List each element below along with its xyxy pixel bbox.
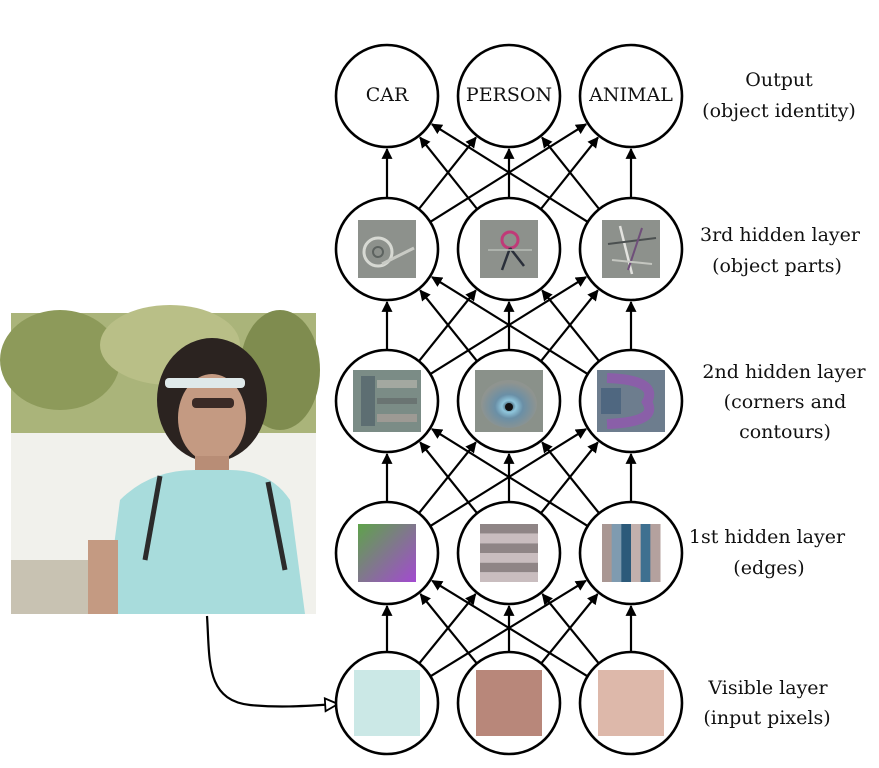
edge-hidden3-2-to-output-0: [430, 123, 589, 223]
edge-visible-1-to-hidden1-0: [419, 593, 478, 665]
visible-layer-subtitle: (input pixels): [703, 707, 830, 729]
hidden1-node-1: [456, 500, 562, 606]
input-pixel-swatch: [354, 670, 420, 736]
output-node-label-animal: ANIMAL: [588, 84, 673, 106]
input-photo: [0, 305, 320, 614]
edge-hidden1-2-to-hidden2-0: [431, 428, 589, 527]
output-node-label-person: PERSON: [466, 84, 552, 106]
input-arrow: [205, 615, 338, 707]
visible-node-1: [456, 650, 562, 756]
edge-feature-gradient: [358, 524, 416, 582]
edge-visible-2-to-hidden1-0: [431, 579, 589, 678]
edge-hidden2-2-to-hidden3-1: [541, 289, 600, 362]
input-pixel-swatch: [598, 670, 664, 736]
edge-hidden2-1-to-hidden3-0: [419, 289, 478, 362]
hidden2-node-0: [334, 348, 440, 454]
edge-hidden3-2-to-output-1: [541, 136, 601, 210]
visible-node-2: [578, 650, 684, 756]
object-part-feature-2: [602, 220, 660, 278]
hidden1-layer-title: 1st hidden layer: [689, 526, 846, 548]
hidden2-layer-title: 2nd hidden layer: [702, 361, 866, 383]
edge-hidden2-2-to-hidden3-0: [431, 276, 589, 375]
hidden1-node-2: [578, 500, 684, 606]
hidden1-node-0: [334, 500, 440, 606]
edge-feature-stripes: [480, 524, 538, 582]
hidden2-layer-subtitle-1: (corners and: [724, 391, 847, 413]
hidden3-layer-title: 3rd hidden layer: [700, 224, 861, 246]
hidden3-node-2: [578, 196, 684, 302]
output-layer-subtitle: (object identity): [702, 100, 856, 122]
hidden2-node-2: [578, 348, 684, 454]
output-node-0: [334, 43, 440, 149]
contour-feature-blob: [475, 370, 543, 432]
output-node-2: [578, 43, 684, 149]
hidden3-node-1: [456, 196, 562, 302]
edge-hidden3-1-to-output-0: [419, 136, 479, 210]
output-node-1: [456, 43, 562, 149]
visible-node-0: [334, 650, 440, 756]
edge-hidden1-1-to-hidden2-0: [419, 441, 478, 514]
network-edges: [381, 123, 637, 678]
hidden1-layer-subtitle: (edges): [733, 557, 804, 579]
edge-feature-bars: [602, 524, 661, 582]
hidden3-layer-subtitle: (object parts): [712, 255, 842, 277]
object-part-feature-0: [358, 220, 416, 278]
hidden3-node-0: [334, 196, 440, 302]
edge-visible-2-to-hidden1-1: [541, 593, 600, 665]
corner-feature-grid: [353, 370, 421, 432]
edge-hidden1-2-to-hidden2-1: [541, 441, 600, 514]
network-nodes: [334, 43, 684, 756]
hidden2-layer-subtitle-2: contours): [739, 421, 831, 443]
visible-layer-title: Visible layer: [707, 677, 828, 699]
output-layer-title: Output: [745, 69, 813, 91]
object-part-feature-1: [480, 220, 538, 278]
output-node-label-car: CAR: [366, 84, 409, 106]
hidden2-node-1: [456, 348, 562, 454]
contour-feature-arc: [597, 370, 665, 432]
input-pixel-swatch: [476, 670, 542, 736]
